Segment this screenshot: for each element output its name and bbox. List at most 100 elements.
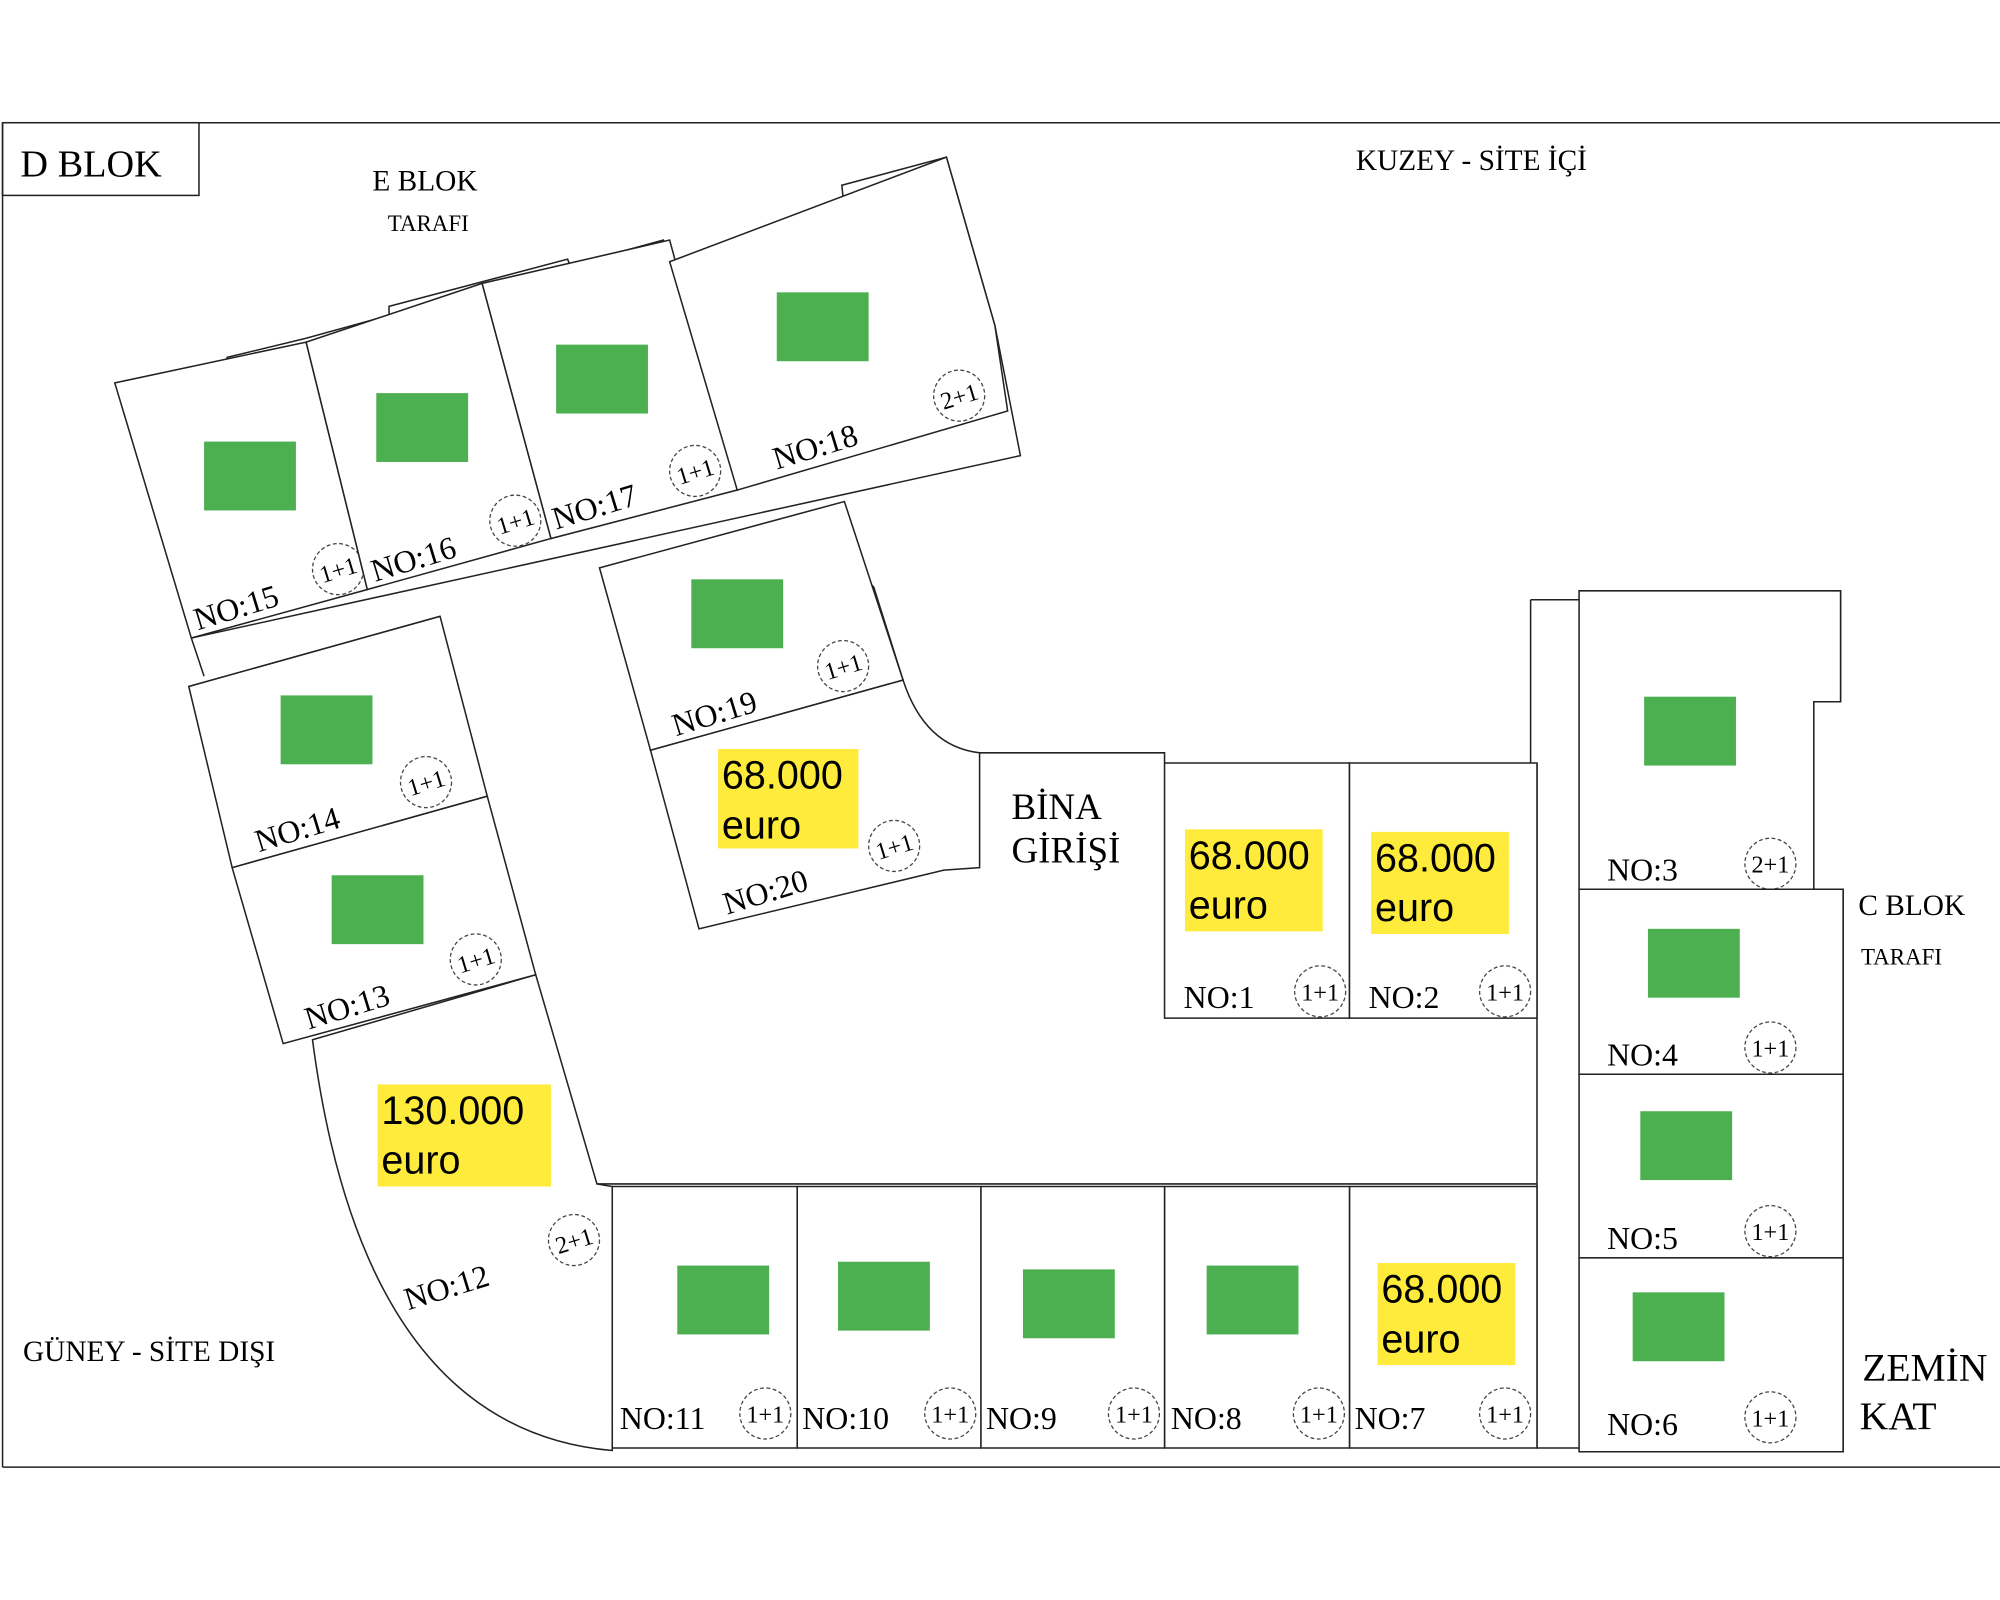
price-highlight bbox=[1371, 831, 1509, 934]
room-type: 1+1 bbox=[931, 1401, 969, 1428]
room-type: 2+1 bbox=[1751, 852, 1789, 879]
unit-13[interactable]: NO:131+1 bbox=[231, 795, 537, 1045]
e-blok-label: E BLOK bbox=[372, 165, 477, 197]
unit-15[interactable]: NO:151+1 bbox=[113, 341, 369, 639]
room-type: 1+1 bbox=[1486, 979, 1524, 1006]
availability-marker bbox=[1632, 1292, 1725, 1362]
unit-9[interactable]: NO:9 1+1 bbox=[980, 1185, 1166, 1449]
unit-14[interactable]: NO:141+1 bbox=[187, 615, 489, 869]
unit-number: NO:2 bbox=[1369, 980, 1440, 1015]
room-type-circle bbox=[489, 494, 542, 547]
entrance-label-2: GİRİŞİ bbox=[1011, 830, 1120, 871]
room-type: 1+1 bbox=[1751, 1035, 1789, 1062]
room-type-circle bbox=[1107, 1387, 1161, 1440]
unit-number: NO:10 bbox=[802, 1401, 889, 1436]
price-highlight bbox=[718, 748, 859, 849]
room-type-circle bbox=[1478, 965, 1532, 1018]
availability-marker bbox=[280, 695, 373, 765]
availability-marker bbox=[376, 393, 469, 462]
availability-marker bbox=[1647, 928, 1740, 998]
availability-marker bbox=[677, 1265, 770, 1335]
availability-marker bbox=[1640, 1111, 1733, 1181]
availability-marker bbox=[776, 292, 869, 362]
unit-currency: euro bbox=[1381, 1317, 1460, 1361]
availability-marker bbox=[1206, 1265, 1299, 1335]
room-type: 1+1 bbox=[1751, 1405, 1789, 1432]
unit-currency: euro bbox=[1189, 884, 1268, 928]
room-type-circle bbox=[1744, 1021, 1797, 1074]
price-highlight bbox=[377, 1084, 552, 1187]
unit-11[interactable]: NO:11 1+1 bbox=[611, 1185, 798, 1449]
availability-marker bbox=[838, 1261, 930, 1331]
room-type: 1+1 bbox=[1115, 1401, 1153, 1428]
room-type-circle bbox=[924, 1387, 977, 1440]
e-blok-side-label: TARAFI bbox=[388, 211, 469, 236]
unit-number: NO:4 bbox=[1607, 1037, 1678, 1072]
unit-17[interactable]: NO:171+1 bbox=[481, 239, 739, 540]
unit-6[interactable]: NO:6 1+1 bbox=[1578, 1257, 1844, 1453]
unit-price: 68.000 bbox=[722, 754, 843, 798]
room-type: 1+1 bbox=[746, 1401, 784, 1428]
unit-currency: euro bbox=[381, 1139, 460, 1183]
room-type-circle bbox=[1478, 1387, 1532, 1440]
unit-number: NO:1 bbox=[1184, 980, 1255, 1015]
room-type-circle bbox=[399, 755, 453, 809]
availability-marker bbox=[1644, 696, 1736, 766]
unit-outline[interactable] bbox=[311, 973, 614, 1452]
unit-number: NO:9 bbox=[986, 1401, 1057, 1436]
unit-price: 68.000 bbox=[1381, 1268, 1502, 1312]
unit-price: 130.000 bbox=[381, 1089, 524, 1133]
unit-number: NO:5 bbox=[1607, 1221, 1678, 1256]
c-blok-side-label: TARAFI bbox=[1861, 945, 1942, 970]
room-type-circle bbox=[669, 444, 722, 498]
unit-number: NO:8 bbox=[1171, 1401, 1242, 1436]
floor-label: ZEMİN bbox=[1862, 1345, 1987, 1389]
room-type-circle bbox=[1292, 1387, 1346, 1440]
unit-price: 68.000 bbox=[1375, 836, 1496, 880]
room-type-circle bbox=[933, 369, 986, 422]
c-blok-label: C BLOK bbox=[1858, 890, 1965, 922]
room-type: 1+1 bbox=[1486, 1401, 1524, 1428]
room-type-circle bbox=[547, 1213, 601, 1267]
unit-currency: euro bbox=[722, 803, 801, 847]
unit-number: NO:6 bbox=[1607, 1407, 1678, 1442]
room-type-circle bbox=[1744, 1391, 1797, 1444]
unit-8[interactable]: NO:8 1+1 bbox=[1163, 1185, 1351, 1449]
unit-3[interactable]: NO:3 2+1 bbox=[1578, 590, 1842, 891]
unit-18[interactable]: NO:182+1 bbox=[668, 156, 1009, 491]
room-type-circle bbox=[867, 819, 921, 873]
unit-number: NO:11 bbox=[620, 1401, 706, 1436]
unit-number: NO:3 bbox=[1607, 852, 1678, 887]
room-type-circle bbox=[1744, 1204, 1797, 1258]
room-type-circle bbox=[816, 639, 870, 693]
block-title: D BLOK bbox=[20, 143, 162, 185]
availability-marker bbox=[1022, 1269, 1115, 1339]
price-highlight bbox=[1184, 829, 1323, 932]
room-type: 1+1 bbox=[1751, 1219, 1789, 1246]
entrance-label: BİNA bbox=[1011, 786, 1102, 827]
availability-marker bbox=[691, 579, 784, 649]
unit-number: NO:7 bbox=[1355, 1401, 1426, 1436]
room-type: 1+1 bbox=[1301, 979, 1339, 1006]
room-type-circle bbox=[449, 933, 502, 986]
unit-16[interactable]: NO:161+1 bbox=[305, 282, 552, 591]
availability-marker bbox=[556, 344, 648, 414]
room-type: 1+1 bbox=[1300, 1401, 1338, 1428]
unit-price: 68.000 bbox=[1189, 834, 1310, 878]
room-type-circle bbox=[1294, 965, 1347, 1018]
frame bbox=[1, 121, 2000, 1468]
price-highlight bbox=[1377, 1263, 1516, 1366]
room-type-circle bbox=[739, 1387, 792, 1440]
unit-5[interactable]: NO:5 1+1 bbox=[1578, 1073, 1844, 1259]
south-label: GÜNEY - SİTE DIŞI bbox=[23, 1336, 275, 1368]
floor-label-2: KAT bbox=[1860, 1394, 1937, 1438]
unit-10[interactable]: NO:10 1+1 bbox=[796, 1185, 982, 1449]
unit-4[interactable]: NO:4 1+1 bbox=[1578, 888, 1844, 1075]
